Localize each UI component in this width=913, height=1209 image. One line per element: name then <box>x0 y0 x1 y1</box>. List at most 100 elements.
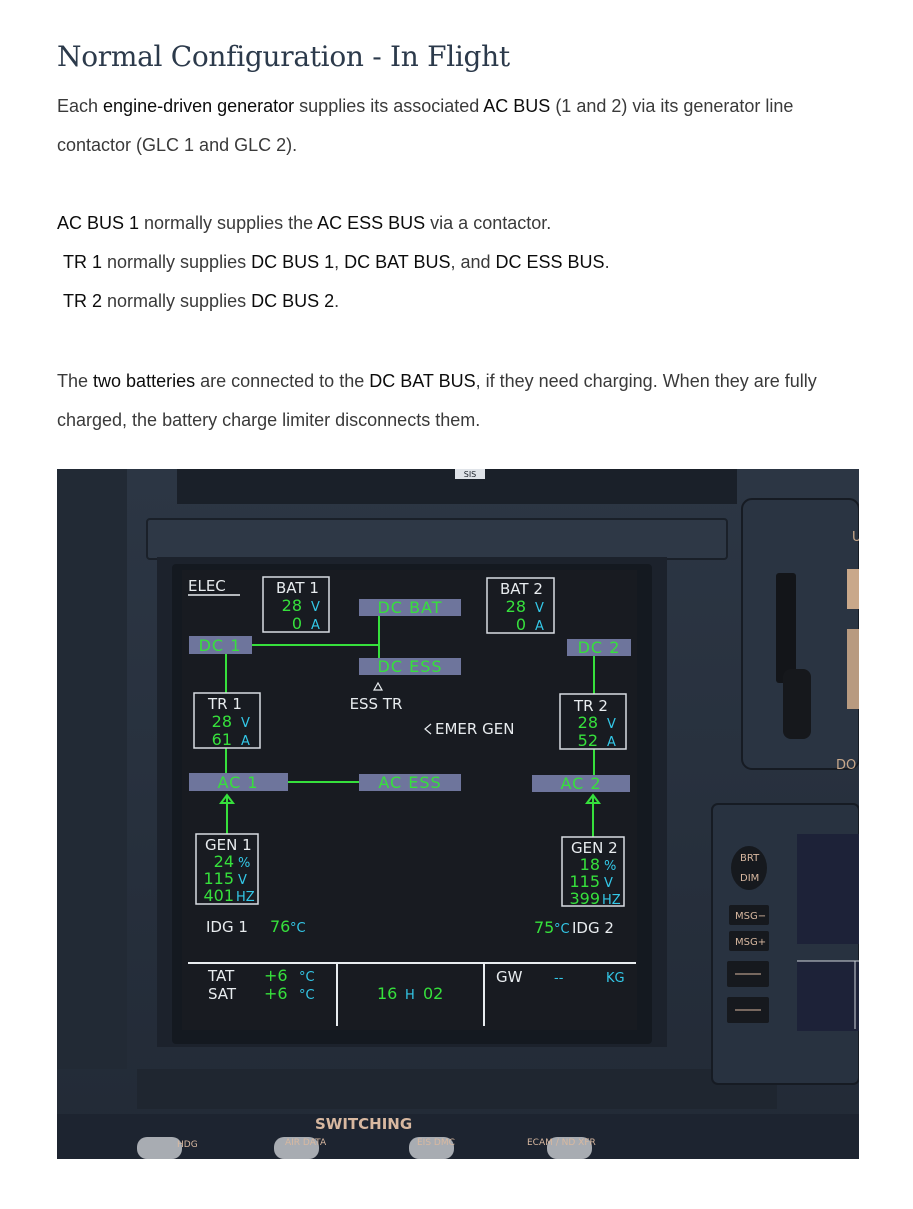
switching-panel <box>57 1114 859 1159</box>
ess-tr-triangle-icon <box>372 681 384 691</box>
svg-text:°C: °C <box>299 970 315 985</box>
svg-text:02: 02 <box>423 984 443 1003</box>
svg-text:HZ: HZ <box>602 893 621 908</box>
dc1-bus <box>189 636 252 654</box>
svg-text:52: 52 <box>578 731 598 750</box>
svg-text:ECAM / ND XFR: ECAM / ND XFR <box>527 1138 596 1148</box>
svg-text:28: 28 <box>578 713 598 732</box>
svg-text:0: 0 <box>516 615 526 634</box>
msg-plus-button[interactable] <box>729 931 769 951</box>
svg-text:16: 16 <box>377 984 397 1003</box>
svg-text:V: V <box>607 717 616 732</box>
switching-label: SWITCHING <box>315 1115 412 1133</box>
svg-text:HDG: HDG <box>177 1140 198 1150</box>
dc2-bus <box>567 639 631 656</box>
svg-text:AC 2: AC 2 <box>560 774 601 793</box>
svg-text:+6: +6 <box>264 984 288 1003</box>
svg-text:MSG−: MSG− <box>735 911 766 922</box>
svg-text:H: H <box>405 988 415 1003</box>
svg-text:--: -- <box>554 971 564 986</box>
svg-text:V: V <box>311 600 320 615</box>
svg-text:0: 0 <box>292 614 302 633</box>
svg-text:GW: GW <box>496 968 523 986</box>
ecam-elec-display: ELEC BAT 1 28 V 0 A BAT 2 28 V 0 A DC BA… <box>182 570 637 1030</box>
svg-text:SAT: SAT <box>208 985 237 1003</box>
msg-minus-button[interactable] <box>729 905 769 925</box>
term: AC BUS 1 <box>57 213 140 233</box>
svg-text:115: 115 <box>203 869 234 888</box>
svg-text:EIS DMC: EIS DMC <box>417 1138 455 1148</box>
svg-text:A: A <box>607 735 616 750</box>
svg-text:EMER GEN: EMER GEN <box>435 720 514 738</box>
ac2-bus <box>532 775 630 792</box>
term: two batteries <box>93 371 196 391</box>
bat1-box <box>262 576 330 633</box>
top-label: SIS <box>464 470 477 479</box>
svg-text:GEN 1: GEN 1 <box>205 836 252 854</box>
term: DC BUS 1 <box>251 252 335 272</box>
svg-text:75: 75 <box>534 918 554 937</box>
svg-text:AC ESS: AC ESS <box>378 773 441 792</box>
ac-ess-bus <box>359 774 461 791</box>
paragraph-ac-ess: AC BUS 1 normally supplies the AC ESS BU… <box>57 213 552 233</box>
ecam-page-title: ELEC <box>188 577 226 595</box>
svg-text:%: % <box>238 856 250 871</box>
svg-text:AC 1: AC 1 <box>217 773 258 792</box>
svg-text:28: 28 <box>212 712 232 731</box>
svg-text:115: 115 <box>569 872 600 891</box>
svg-text:DC ESS: DC ESS <box>378 657 443 676</box>
dc-ess-bus <box>359 658 461 675</box>
svg-text:BAT 1: BAT 1 <box>276 579 319 597</box>
brt-dim-button[interactable] <box>731 846 767 890</box>
svg-text:GEN 2: GEN 2 <box>571 839 618 857</box>
svg-text:BAT 2: BAT 2 <box>500 580 543 598</box>
svg-text:V: V <box>535 601 544 616</box>
svg-text:28: 28 <box>506 597 526 616</box>
term: AC BUS <box>483 96 551 116</box>
svg-text:24: 24 <box>214 852 234 871</box>
svg-text:V: V <box>241 716 250 731</box>
svg-text:399: 399 <box>569 889 600 908</box>
svg-text:BRT: BRT <box>740 853 760 864</box>
term: DC BAT BUS <box>344 252 451 272</box>
gen1-box <box>195 833 259 905</box>
svg-text:401: 401 <box>203 886 234 905</box>
ac1-bus <box>189 773 288 791</box>
paragraph-tr2: TR 2 normally supplies DC BUS 2. <box>63 291 340 311</box>
svg-text:IDG 1: IDG 1 <box>206 918 248 936</box>
svg-text:°C: °C <box>290 921 306 936</box>
emer-gen-triangle-icon <box>424 723 432 735</box>
svg-text:DC BAT: DC BAT <box>377 598 442 617</box>
svg-text:+6: +6 <box>264 966 288 985</box>
svg-text:28: 28 <box>282 596 302 615</box>
dc-bat-bus <box>359 599 461 616</box>
svg-text:18: 18 <box>580 855 600 874</box>
page-title: Normal Configuration - In Flight <box>57 40 510 73</box>
gear-down-label: DO <box>836 758 856 773</box>
svg-text:A: A <box>535 619 544 634</box>
gear-up-label: U <box>852 530 859 545</box>
svg-text:°C: °C <box>299 988 315 1003</box>
svg-text:DC 2: DC 2 <box>578 638 621 657</box>
switching-knobs[interactable] <box>137 1137 592 1159</box>
top-label-plate <box>455 469 485 479</box>
svg-text:%: % <box>604 859 616 874</box>
svg-text:AIR DATA: AIR DATA <box>285 1138 327 1148</box>
svg-text:61: 61 <box>212 730 232 749</box>
svg-text:ESS TR: ESS TR <box>350 695 403 713</box>
svg-text:HZ: HZ <box>236 890 255 905</box>
term: DC BUS 2 <box>251 291 335 311</box>
svg-text:°C: °C <box>554 922 570 937</box>
svg-text:76: 76 <box>270 917 290 936</box>
bat2-box <box>486 577 555 634</box>
term: DC ESS BUS <box>495 252 605 272</box>
cockpit-photo: SIS DO U BRT DIM MSG− MSG+ SWITCHING HDG… <box>57 469 862 1159</box>
term: TR 1 <box>63 252 103 272</box>
gear-lever[interactable] <box>776 573 796 683</box>
svg-text:A: A <box>241 734 250 749</box>
svg-text:TR 2: TR 2 <box>573 697 608 715</box>
svg-text:TR 1: TR 1 <box>207 695 242 713</box>
svg-text:V: V <box>238 873 247 888</box>
term: AC ESS BUS <box>317 213 426 233</box>
paragraph-tr1: TR 1 normally supplies DC BUS 1, DC BAT … <box>63 252 610 272</box>
